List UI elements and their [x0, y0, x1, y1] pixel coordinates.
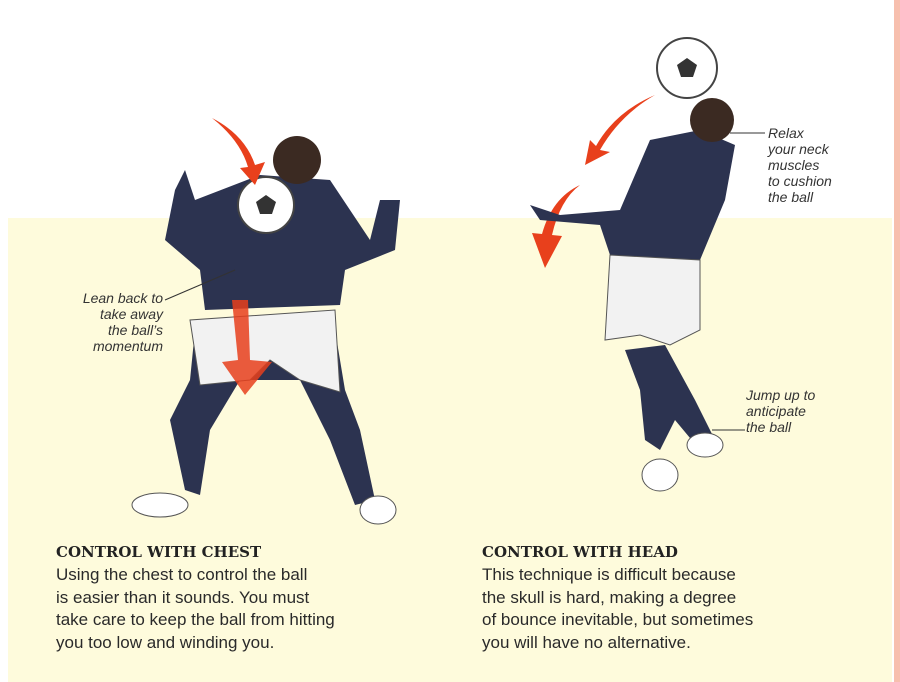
body-line: you too low and winding you. [56, 632, 275, 652]
body-line: This technique is difficult because [482, 565, 736, 584]
callout-lean-back: Lean back to take away the ball’s moment… [57, 290, 163, 354]
callout-jump-up: Jump up to anticipate the ball [746, 387, 815, 435]
body-line: the skull is hard, making a degree [482, 587, 737, 607]
callout-line: the ball’s [107, 322, 163, 338]
callout-line: to cushion [768, 173, 832, 189]
callout-line: Relax [768, 125, 804, 141]
body-line: is easier than it sounds. You must [56, 587, 310, 607]
arrow-icon [212, 95, 655, 395]
section-body-head: This technique is difficult because the … [482, 564, 753, 654]
body-line: Using the chest to control the ball [56, 565, 308, 584]
section-heading-chest: CONTROL WITH CHEST [56, 543, 262, 561]
callout-line: your neck [768, 141, 829, 157]
section-body-chest: Using the chest to control the ball is e… [56, 564, 335, 654]
chest-player-figure [131, 136, 400, 525]
callout-line: momentum [92, 338, 163, 354]
callout-line: anticipate [746, 403, 806, 419]
body-line: of bounce inevitable, but sometimes [482, 610, 754, 629]
callout-line: the ball [768, 189, 814, 205]
body-line: take care to keep the ball from hitting [56, 610, 335, 629]
callout-relax-neck: Relax your neck muscles to cushion the b… [768, 125, 832, 205]
callout-line: muscles [768, 157, 820, 173]
section-heading-head: CONTROL WITH HEAD [482, 543, 678, 561]
callout-line: take away [99, 306, 163, 322]
callout-line: the ball [746, 419, 792, 435]
callout-line: Jump up to [746, 387, 816, 403]
body-line: you will have no alternative. [482, 632, 691, 652]
callout-line: Lean back to [82, 290, 163, 306]
head-player-figure [530, 37, 735, 492]
callout-lines [164, 132, 765, 431]
edge-strip [894, 0, 900, 682]
page-background [8, 218, 892, 682]
